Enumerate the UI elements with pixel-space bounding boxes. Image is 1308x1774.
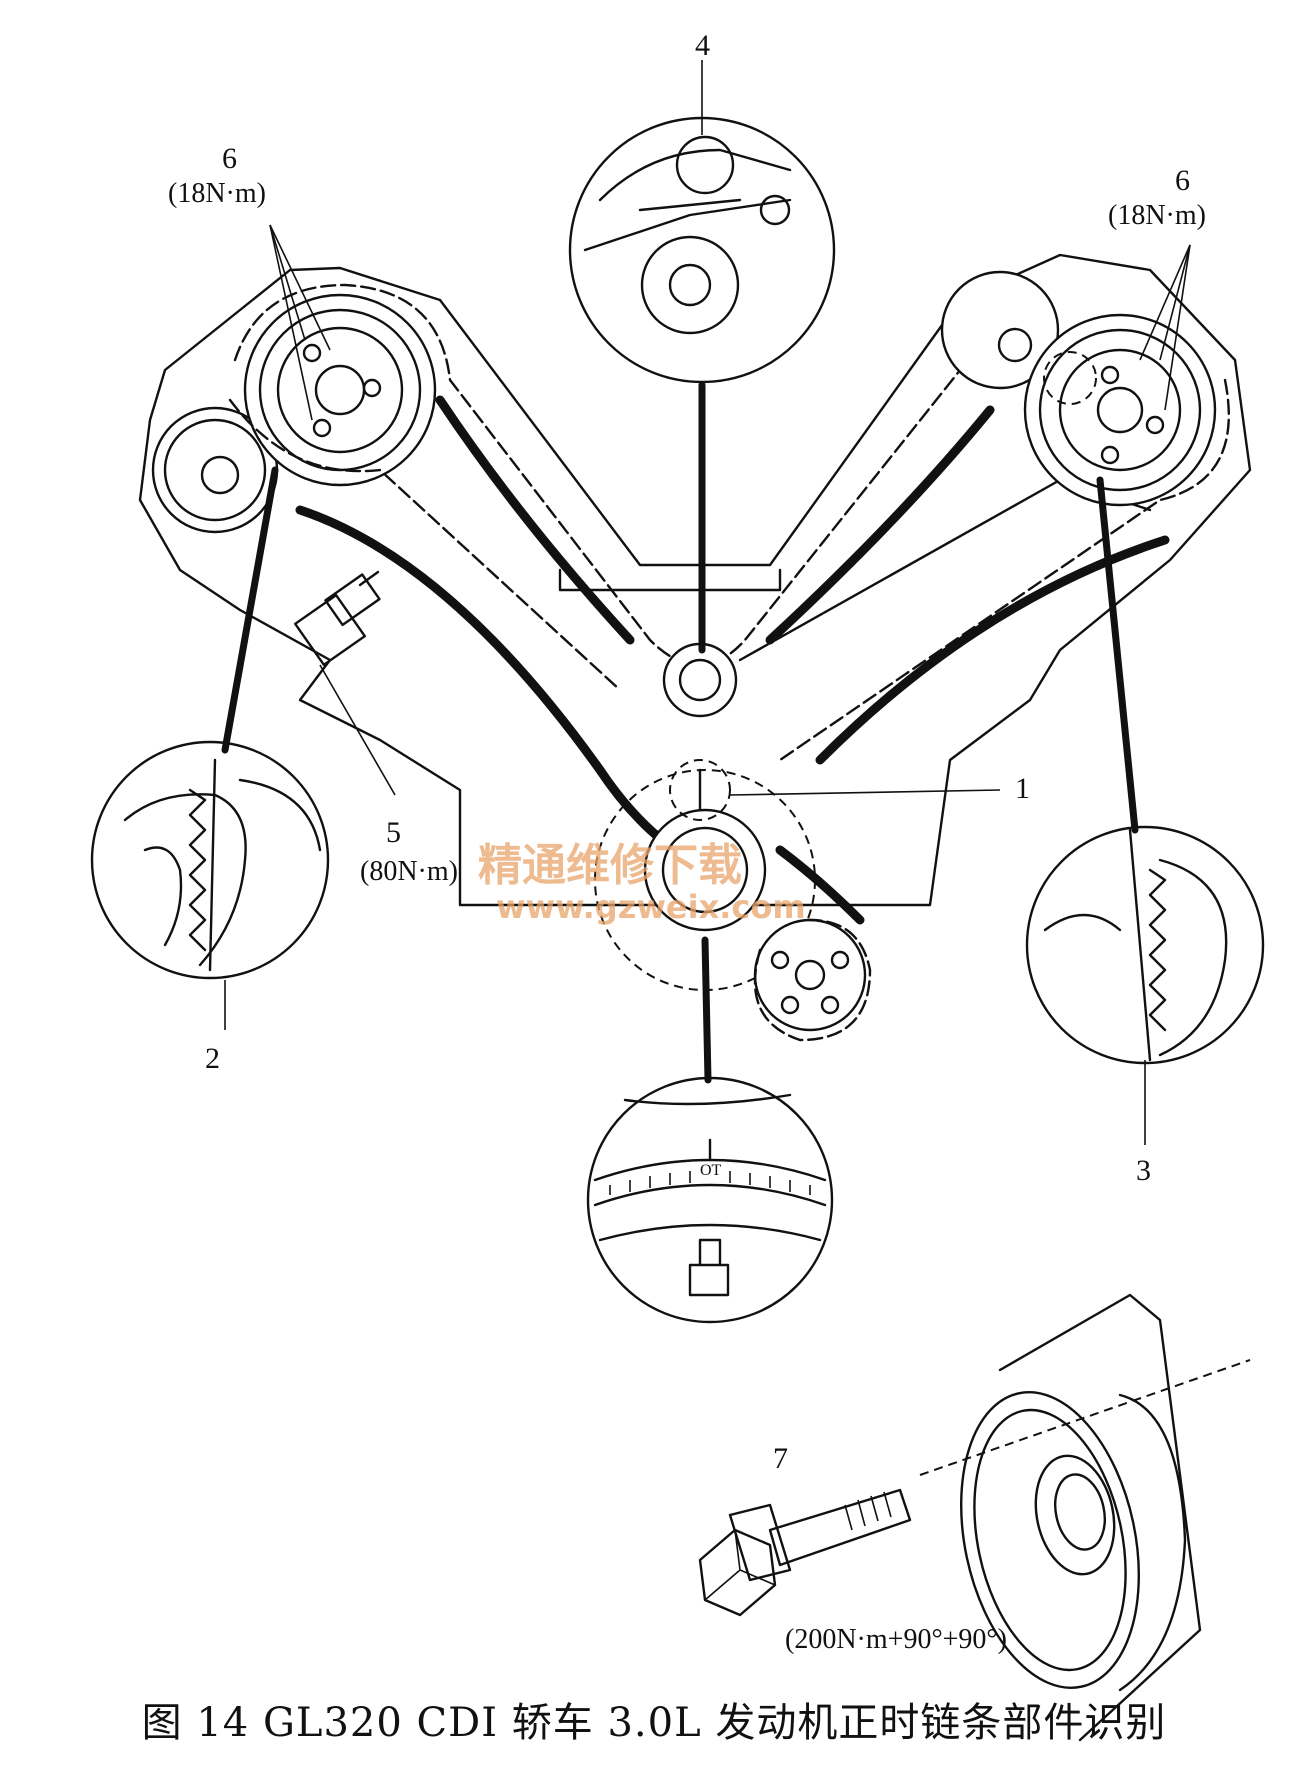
center-idler-sprocket [662,642,738,718]
label-part-5: 5 [386,816,401,849]
chain-guides [295,395,1170,925]
detail-inset-2 [90,740,330,980]
detail-inset-3 [1025,825,1265,1065]
label-part-7-torque: (200N·m+90°+90°) [785,1624,1007,1655]
watermark-url: www.gzweix.com [496,888,806,926]
crank-mark-text: OT [700,1162,722,1179]
figure-caption: 图 14 GL320 CDI 轿车 3.0L 发动机正时链条部件识别 [141,1700,1167,1746]
label-part-5-torque: (80N·m) [360,856,458,887]
crankshaft-bolt-and-damper [698,1293,1251,1742]
detail-inset-4 [568,116,836,384]
watermark-text: 精通维修下载 [478,840,742,891]
left-camshaft-sprocket [151,283,1002,692]
leader-lines [221,60,1191,1145]
detail-inset-crank-mark: OT [586,1076,834,1324]
label-part-1: 1 [1015,772,1030,805]
label-part-6-right-torque: (18N·m) [1108,200,1206,231]
crankshaft-sprocket [594,759,872,1042]
label-part-7: 7 [773,1442,788,1475]
label-part-6-left-torque: (18N·m) [168,178,266,209]
watermark: 精通维修下载 www.gzweix.com [478,840,806,926]
right-camshaft-sprocket [778,270,1230,762]
label-part-4: 4 [695,29,710,62]
part-labels: 4 6 (18N·m) 6 (18N·m) 1 5 (80N·m) 2 3 7 … [168,29,1206,1655]
label-part-6-left: 6 [222,142,237,175]
label-part-3: 3 [1136,1154,1151,1187]
label-part-2: 2 [205,1042,220,1075]
label-part-6-right: 6 [1175,164,1190,197]
chain-tensioner [293,570,381,667]
